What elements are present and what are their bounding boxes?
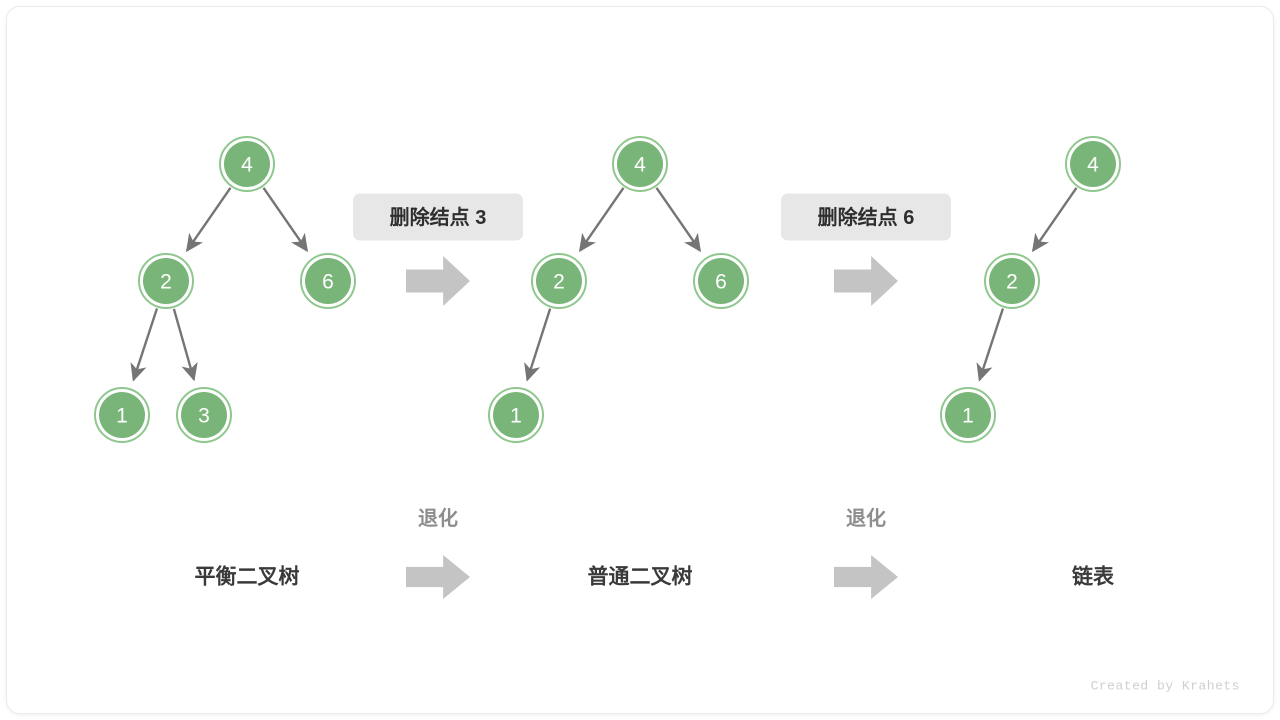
degrade-label: 退化	[418, 506, 458, 530]
transition-delete-6: 删除结点 6	[781, 193, 951, 306]
operation-badge-label: 删除结点 6	[818, 205, 915, 229]
tree-edge-balanced-2-to-1	[130, 308, 159, 382]
tree-node-label: 6	[322, 271, 334, 294]
tree-edge-ordinary-2-to-1	[524, 308, 552, 382]
tree-edge-linked-list-2-to-1	[976, 308, 1005, 382]
tree-node-label: 4	[1087, 154, 1099, 177]
tree-edge-balanced-4-to-6	[262, 187, 309, 253]
stage-caption-2: 链表	[1072, 565, 1115, 589]
transitions-layer: 删除结点 3 删除结点 6	[353, 193, 951, 306]
block-arrow-icon-delete-6	[834, 256, 898, 306]
tree-node-ordinary-6[interactable]: 6	[693, 253, 749, 309]
tree-edge-balanced-4-to-2	[185, 187, 232, 253]
tree-node-balanced-4[interactable]: 4	[219, 136, 275, 192]
operation-badge-delete-3	[353, 193, 523, 241]
block-arrow-icon-degrade-1	[406, 555, 470, 599]
tree-node-label: 4	[634, 154, 646, 177]
tree-node-linked-list-1[interactable]: 1	[940, 387, 996, 443]
tree-node-label: 1	[510, 405, 522, 428]
tree-node-balanced-1[interactable]: 1	[94, 387, 150, 443]
transition-delete-3: 删除结点 3	[353, 193, 523, 306]
stage-caption-0: 平衡二叉树	[195, 565, 300, 589]
tree-node-label: 2	[160, 271, 172, 294]
tree-node-balanced-3[interactable]: 3	[176, 387, 232, 443]
tree-node-label: 4	[241, 154, 253, 177]
bottom-transition-degrade-2: 退化	[834, 506, 898, 599]
bottom-transition-degrade-1: 退化	[406, 506, 470, 599]
tree-node-label: 1	[116, 405, 128, 428]
block-arrow-icon-degrade-2	[834, 555, 898, 599]
page-frame	[6, 6, 1274, 714]
tree-node-label: 2	[1006, 271, 1018, 294]
bottom-row-layer: 平衡二叉树 普通二叉树 链表 退化 退化	[195, 506, 1115, 599]
tree-node-ordinary-1[interactable]: 1	[488, 387, 544, 443]
block-arrow-icon-delete-3	[406, 256, 470, 306]
tree-node-label: 3	[198, 405, 210, 428]
tree-node-ordinary-2[interactable]: 2	[531, 253, 587, 309]
tree-node-balanced-6[interactable]: 6	[300, 253, 356, 309]
degrade-label: 退化	[846, 506, 886, 530]
tree-edge-balanced-2-to-3	[172, 308, 198, 382]
tree-node-balanced-2[interactable]: 2	[138, 253, 194, 309]
tree-node-linked-list-4[interactable]: 4	[1065, 136, 1121, 192]
operation-badge-label: 删除结点 3	[390, 205, 487, 229]
tree-edge-ordinary-4-to-2	[578, 187, 625, 253]
tree-edge-linked-list-4-to-2	[1031, 187, 1078, 253]
tree-edge-ordinary-4-to-6	[655, 187, 702, 253]
tree-edges-layer	[130, 187, 1078, 382]
tree-node-label: 6	[715, 271, 727, 294]
stage-caption-1: 普通二叉树	[588, 565, 693, 589]
tree-node-linked-list-2[interactable]: 2	[984, 253, 1040, 309]
operation-badge-delete-6	[781, 193, 951, 241]
tree-node-label: 1	[962, 405, 974, 428]
tree-node-label: 2	[553, 271, 565, 294]
tree-node-ordinary-4[interactable]: 4	[612, 136, 668, 192]
credit-watermark: Created by Krahets	[1091, 679, 1240, 694]
tree-nodes-layer: 4 2 6 1 3 4 2 6 1 4 2 1	[94, 136, 1121, 443]
